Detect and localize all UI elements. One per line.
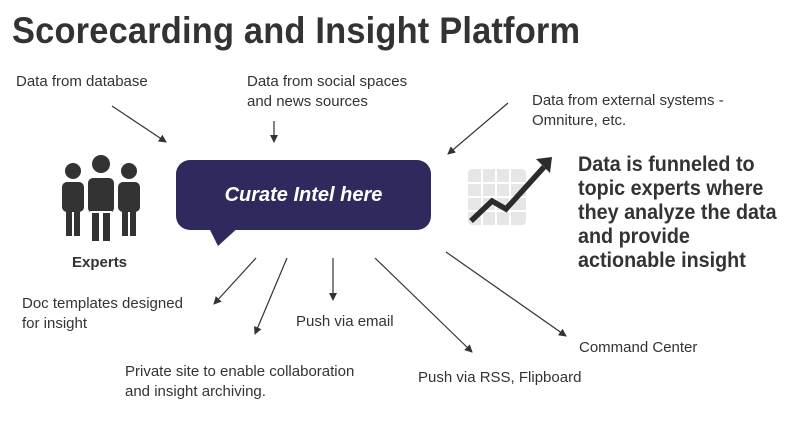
- output-label-doc-templates-line2: for insight: [22, 315, 88, 332]
- curate-intel-text: Curate Intel here: [224, 183, 383, 206]
- arrow-center-to-doc-templates: [213, 257, 257, 305]
- input-label-external-line1: Data from external systems -: [532, 92, 724, 109]
- arrow-center-to-rss: [374, 257, 473, 353]
- output-label-command-center: Command Center: [579, 339, 698, 356]
- input-label-social-line1: Data from social spaces: [247, 73, 408, 90]
- output-label-rss: Push via RSS, Flipboard: [418, 369, 582, 386]
- bubble-tail: [208, 226, 240, 246]
- output-label-email: Push via email: [296, 313, 394, 330]
- page-title: Scorecarding and Insight Platform: [12, 10, 581, 51]
- insight-description: Data is funneled to topic experts where …: [578, 153, 777, 272]
- curate-intel-bubble: Curate Intel here: [176, 160, 431, 230]
- output-label-doc-templates: Doc templates designed for insight: [22, 294, 183, 334]
- arrow-center-to-private-site: [254, 257, 288, 335]
- input-label-external-line2: Omniture, etc.: [532, 112, 627, 129]
- input-label-social: Data from social spaces and news sources: [247, 72, 407, 112]
- people-group-icon: [58, 152, 144, 249]
- arrow-center-to-command-center: [445, 251, 567, 337]
- input-label-external: Data from external systems - Omniture, e…: [532, 91, 724, 131]
- experts-label: Experts: [72, 254, 128, 271]
- output-label-private-site-line1: Private site to enable collaboration: [125, 363, 355, 380]
- output-label-private-site: Private site to enable collaboration and…: [125, 362, 354, 402]
- arrow-database-to-center: [111, 105, 167, 143]
- input-label-social-line2: and news sources: [247, 93, 368, 110]
- output-label-private-site-line2: and insight archiving.: [125, 383, 266, 400]
- output-label-doc-templates-line1: Doc templates designed: [22, 295, 183, 312]
- arrow-external-to-center: [447, 102, 509, 155]
- input-label-database: Data from database: [16, 73, 148, 90]
- trending-chart-icon: [466, 155, 558, 232]
